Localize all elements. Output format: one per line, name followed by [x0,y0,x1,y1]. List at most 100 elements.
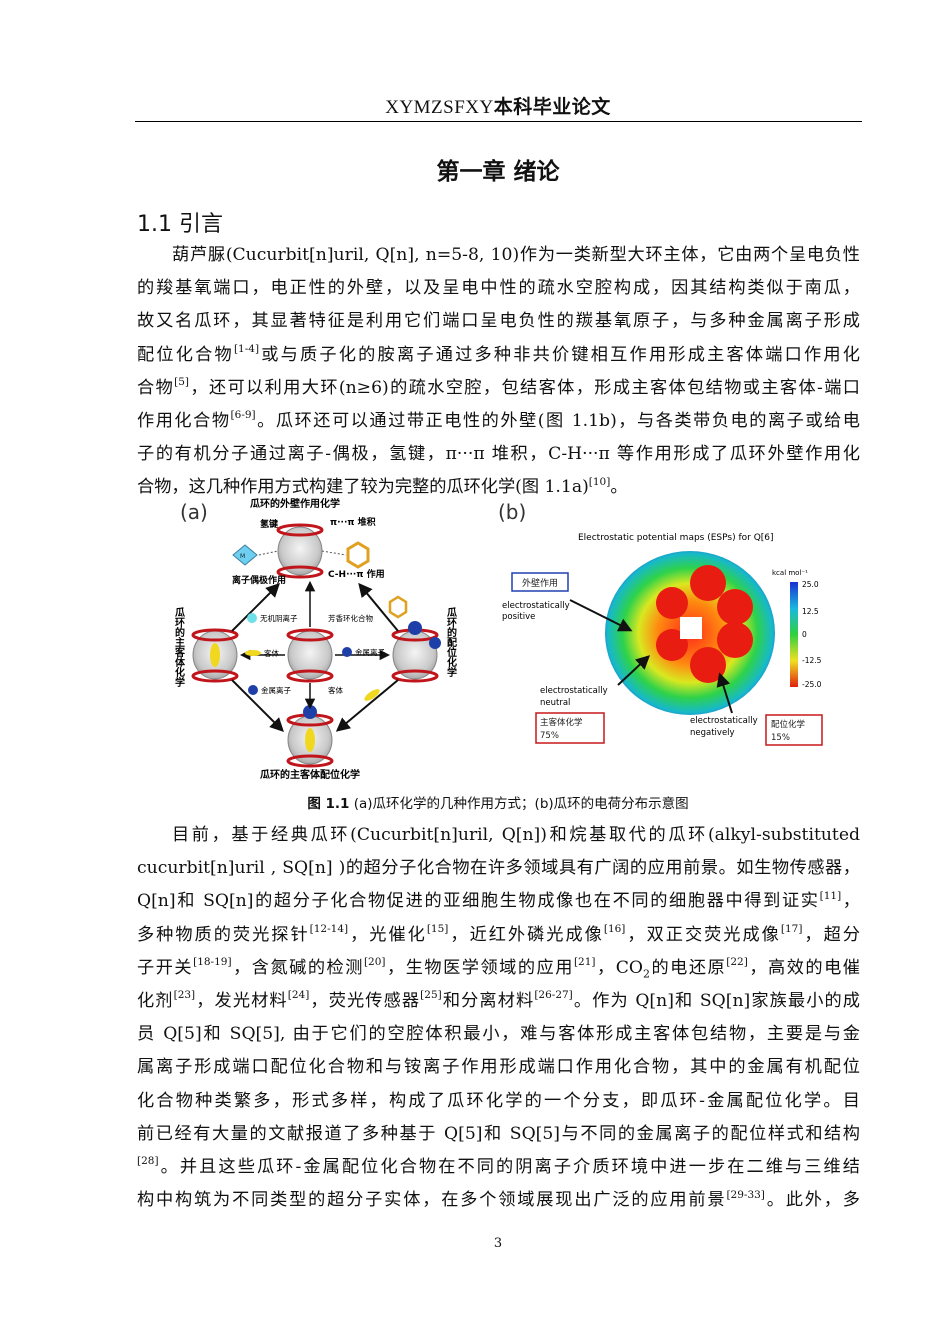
citation[interactable]: [17] [780,922,803,935]
citation[interactable]: [12-14] [309,922,349,935]
a-left-title: 瓜环的主客体化学 [173,607,186,688]
a-pi-stack-label: π···π 堆积 [330,516,376,528]
host-guest-box [535,712,605,744]
coordination-box [765,714,823,746]
metal-ion-icon [248,685,258,695]
a-right-title: 瓜环的配位化学 [445,607,457,678]
svg-text:25.0: 25.0 [802,580,819,589]
arrow [335,679,399,732]
citation[interactable]: [23] [173,989,196,1002]
citation[interactable]: [18-19] [193,956,232,969]
a-aromatic-label: 芳香环化合物 [328,613,373,623]
svg-text:M: M [240,553,245,560]
citation[interactable]: [15] [426,922,449,935]
arrow [358,582,399,632]
citation[interactable]: [11] [819,889,842,902]
b-positive-label-2: positive [502,612,535,622]
text-line: 葫芦脲(Cucurbit[n]uril, Q[n], n=5-8, 10)作为一… [172,245,860,265]
arrow [231,679,284,732]
text-line: 的羧基氧端口，电正性的外壁，以及呈电中性的疏水空腔构成，因其结构类似于南瓜， [137,278,860,299]
citation[interactable]: [28] [137,1155,159,1168]
svg-text:kcal mol⁻¹: kcal mol⁻¹ [772,569,808,577]
header-thesis-label: 本科毕业论文 [493,96,611,118]
chapter-title: 第一章 绪论 [436,159,560,185]
paragraph-intro: 葫芦脲(Cucurbit[n]uril, Q[n], n=5-8, 10)作为一… [137,239,860,505]
citation[interactable]: [25] [420,989,442,1002]
citation[interactable]: [10] [588,475,611,488]
text-line: 构中构筑为不同类型的超分子实体，在多个领域展现出广泛的应用前景[29-33]。此… [137,1188,860,1211]
b-outer-wall-label: 外壁作用 [522,577,558,589]
text-line: 目前，基于经典瓜环(Cucurbit[n]uril, Q[n])和烷基取代的瓜环… [172,825,860,845]
cucurbituril-top-icon [276,523,324,579]
a-hbond-label: 氢键 [260,518,279,530]
a-ch-pi-label: C-H···π 作用 [328,568,385,580]
aromatic-ring-icon [388,595,408,619]
figure-caption: 图 1.1 (a)瓜环化学的几种作用方式；(b)瓜环的电荷分布示意图 [135,792,861,812]
paragraph-applications: 目前，基于经典瓜环(Cucurbit[n]uril, Q[n])和烷基取代的瓜环… [137,819,860,1217]
a-metal-ion-label: 金属离子 [355,647,385,657]
svg-text:12.5: 12.5 [802,607,819,616]
b-positive-label: electrostatically [502,601,570,611]
a-bottom-title: 瓜环的主客体配位化学 [260,768,360,781]
text-line: 化剂[23]，发光材料[24]，荧光传感器[25]和分离材料[26-27]。作为… [137,989,860,1012]
metal-ion-icon [342,647,352,657]
b-negative-label: electrostatically [690,716,758,726]
running-header: XYMZSFXY本科毕业论文 [135,92,861,120]
b-neutral-label-2: neutral [540,698,570,708]
header-school: XYMZSFXY [385,97,494,118]
b-coord-pct: 15% [771,733,790,743]
text-line: 化合物种类繁多，形式多样，构成了瓜环化学的一个分支，即瓜环-金属配位化学。目 [137,1090,860,1111]
b-title: Electrostatic potential maps (ESPs) for … [578,533,774,543]
caption-label: 图 1.1 [307,796,350,812]
text-line: 作用化合物[6-9]。瓜环还可以通过带正电性的外壁(图 1.1b)，与各类带负电… [137,409,860,432]
text-line: 合物[5]，还可以利用大环(n≥6)的疏水空腔，包结客体，形成主客体包结物或主客… [137,376,860,398]
citation[interactable]: [21] [573,956,596,969]
text-line: [28]。并且这些瓜环-金属配位化合物在不同的阴离子介质环境中进一步在二维与三维… [137,1155,860,1178]
panel-a-label: (a) [180,500,208,524]
svg-text:瓜环的配位化学: 瓜环的配位化学 [445,607,457,678]
text-line: 前已经有大量的文献报道了多种基于 Q[5]和 SQ[5]与不同的金属离子的配位样… [137,1123,860,1144]
outer-wall-box [511,572,569,592]
guest-icon [364,689,380,701]
a-top-title: 瓜环的外壁作用化学 [250,497,340,510]
citation[interactable]: [24] [287,989,310,1002]
a-guest-label: 客体 [328,685,343,695]
figure-1-1: (a) 瓜环的外壁作用化学 氢键 π···π 堆积 M 离子偶极作用 C-H··… [160,495,850,785]
b-neutral-label: electrostatically [540,686,608,696]
esp-color-scale: kcal mol⁻¹ 25.0 12.5 0 -12.5 -25.0 [772,569,822,689]
citation[interactable]: [1-4] [233,342,260,355]
a-inorganic-anion-label: 无机阴离子 [260,613,298,623]
esp-map-image [605,551,775,715]
citation[interactable]: [26-27] [534,989,573,1002]
aromatic-ring-icon [346,541,370,569]
a-guest-label: 客体 [264,648,279,658]
cucurbituril-right-icon [391,621,441,683]
citation[interactable]: [20] [363,956,386,969]
b-coord-label: 配位化学 [771,719,806,730]
svg-text:0: 0 [802,630,807,639]
section-title: 1.1 引言 [137,212,223,237]
arrow [716,672,733,714]
arrow [569,599,633,632]
text-line: 属离子形成端口配位化合物和与铵离子作用形成端口作用化合物，其中的金属有机配位 [137,1057,860,1078]
b-negative-label-2: negatively [690,728,735,738]
cucurbituril-bottom-icon [286,705,334,768]
citation[interactable]: [22] [726,956,748,969]
text-line: 员 Q[5]和 SQ[5], 由于它们的空腔体积最小，难与客体形成主客体包结物，… [137,1024,860,1045]
text-line: cucurbit[n]uril , SQ[n] )的超分子化合物在许多领域具有广… [137,858,860,879]
citation[interactable]: [5] [174,376,190,389]
citation[interactable]: [6-9] [230,409,256,422]
text-line: Q[n]和 SQ[n]的超分子化合物促进的亚细胞生物成像也在不同的细胞器中得到证… [137,889,860,912]
citation[interactable]: [29-33] [726,1188,765,1201]
text-line: 配位化合物[1-4]或与质子化的胺离子通过多种非共价键相互作用形成主客体端口作用… [137,342,860,365]
svg-text:-12.5: -12.5 [802,656,822,665]
text-line: 子开关[18-19]，含氮碱的检测[20]，生物医学领域的应用[21]，CO2的… [137,956,860,981]
cucurbituril-center-icon [286,628,334,683]
svg-text:-25.0: -25.0 [802,680,822,689]
svg-text:瓜环的主客体化学: 瓜环的主客体化学 [173,607,186,688]
citation[interactable]: [16] [603,922,626,935]
cucurbituril-left-icon [191,628,239,683]
panel-b-label: (b) [498,500,526,524]
b-host-guest-label: 主客体化学 [540,717,583,728]
metal-complex-icon: M [232,544,258,566]
